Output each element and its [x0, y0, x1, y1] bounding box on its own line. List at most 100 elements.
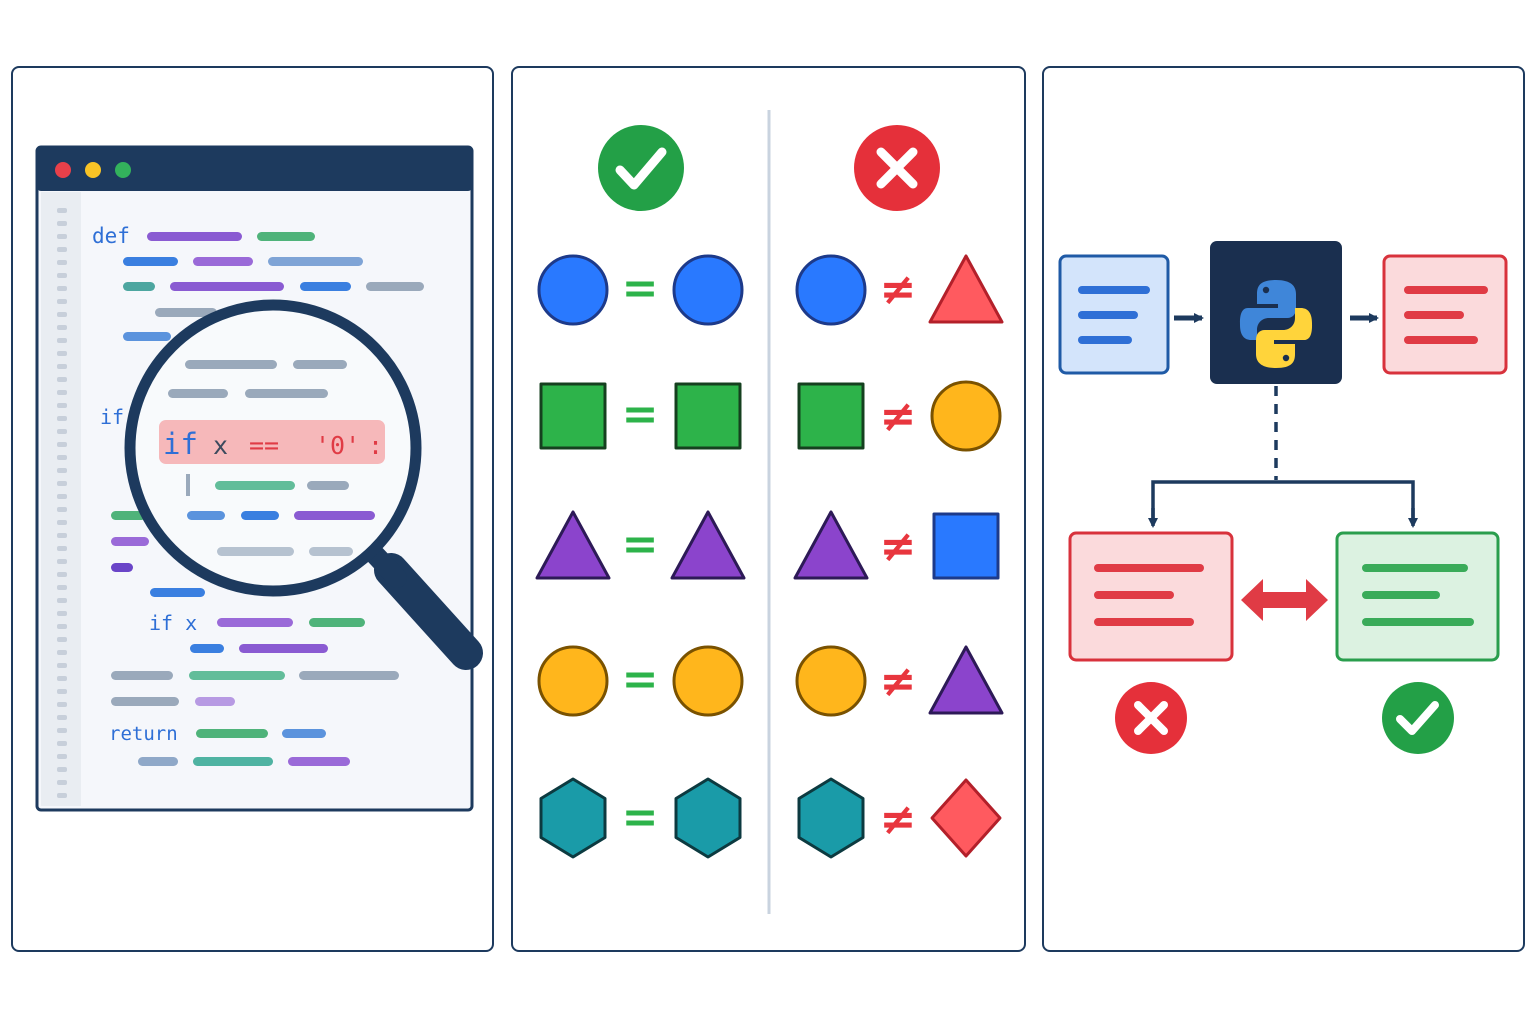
gutter-tick [57, 650, 67, 655]
not-equal-symbol: ≠ [880, 391, 917, 442]
circle-shape [672, 254, 744, 326]
code-token [241, 511, 279, 520]
flow-canvas [1058, 241, 1508, 754]
python-logo-icon [1239, 280, 1313, 368]
circle-shape [795, 254, 867, 326]
gutter-tick [57, 624, 67, 629]
code-token [123, 282, 155, 291]
code-token [187, 511, 225, 520]
gutter-tick [57, 559, 67, 564]
keyword-return: return [109, 723, 178, 745]
code-token [293, 360, 347, 369]
code-token [299, 671, 399, 680]
error-output-document [1382, 254, 1508, 375]
code-token [282, 729, 326, 738]
gutter-tick [57, 741, 67, 746]
not-equal-symbol: ≠ [880, 264, 917, 315]
gutter-tick [57, 377, 67, 382]
equals-symbol: = [622, 519, 659, 570]
gutter-tick [57, 585, 67, 590]
code-token [193, 757, 273, 766]
code-token [193, 257, 253, 266]
not-equal-symbol: ≠ [880, 656, 917, 707]
code-panel-canvas: def if if x [35, 145, 483, 812]
check-icon [1382, 682, 1454, 754]
code-token [155, 308, 217, 317]
code-token [123, 332, 171, 341]
correct-result-document [1335, 531, 1500, 662]
triangle-shape [928, 254, 1004, 324]
magnified-variable-x: x [213, 431, 228, 460]
code-token [190, 644, 224, 653]
equals-symbol: = [622, 654, 659, 705]
code-token [111, 563, 133, 572]
gutter-tick [57, 312, 67, 317]
incorrect-result-document [1068, 531, 1234, 662]
diamond-shape [930, 778, 1002, 858]
hexagon-shape [797, 777, 865, 859]
window-maximize-dot[interactable] [115, 162, 131, 178]
circle-shape [537, 254, 609, 326]
highlighted-code-line [159, 420, 385, 464]
code-token [138, 757, 178, 766]
code-token [217, 547, 294, 556]
gutter-tick [57, 793, 67, 798]
code-token [217, 618, 293, 627]
text-cursor [186, 474, 190, 496]
gutter-tick [57, 481, 67, 486]
gutter-tick [57, 364, 67, 369]
branch-connector [1151, 480, 1415, 520]
gutter-tick [57, 208, 67, 213]
gutter-tick [57, 325, 67, 330]
gutter-tick [57, 429, 67, 434]
gutter-tick [57, 390, 67, 395]
code-token [170, 282, 284, 291]
code-token [123, 257, 178, 266]
code-token [111, 697, 179, 706]
square-shape [674, 382, 742, 450]
gutter-tick [57, 637, 67, 642]
gutter-tick [57, 247, 67, 252]
comparison-panel: = = = = = ≠ ≠ ≠ ≠ ≠ [511, 66, 1026, 952]
magnifying-glass-icon: if x == '0' : [124, 299, 483, 670]
comparison-canvas: = = = = = ≠ ≠ ≠ ≠ ≠ [535, 110, 1004, 914]
gutter-tick [57, 299, 67, 304]
square-shape [932, 512, 1000, 580]
triangle-shape [793, 510, 869, 580]
magnified-string: '0' [315, 431, 360, 460]
gutter-tick [57, 455, 67, 460]
code-lines: def if if x [92, 224, 424, 766]
code-token [257, 232, 315, 241]
code-token [309, 547, 353, 556]
code-token [245, 389, 328, 398]
circle-shape [672, 645, 744, 717]
triangle-shape [928, 645, 1004, 715]
window-minimize-dot[interactable] [85, 162, 101, 178]
gutter-tick [57, 728, 67, 733]
code-token [366, 282, 424, 291]
code-token [195, 697, 235, 706]
gutter-tick [57, 611, 67, 616]
square-shape [797, 382, 865, 450]
code-panel: def if if x [11, 66, 494, 952]
gutter-tick [57, 767, 67, 772]
flow-panel [1042, 66, 1525, 952]
magnified-code: if x == '0' : [159, 360, 385, 556]
gutter-tick [57, 520, 67, 525]
gutter-tick [57, 507, 67, 512]
code-token [309, 618, 365, 627]
python-processor [1210, 241, 1342, 384]
window-close-dot[interactable] [55, 162, 71, 178]
code-token [307, 481, 349, 490]
gutter-tick [57, 754, 67, 759]
code-token [189, 671, 285, 680]
gutter-tick [57, 416, 67, 421]
input-document [1058, 254, 1170, 375]
code-token [147, 232, 242, 241]
equals-symbol: = [622, 263, 659, 314]
gutter-tick [57, 689, 67, 694]
square-shape [539, 382, 607, 450]
equals-symbol: = [622, 389, 659, 440]
gutter-tick [57, 338, 67, 343]
keyword-def: def [92, 224, 130, 248]
